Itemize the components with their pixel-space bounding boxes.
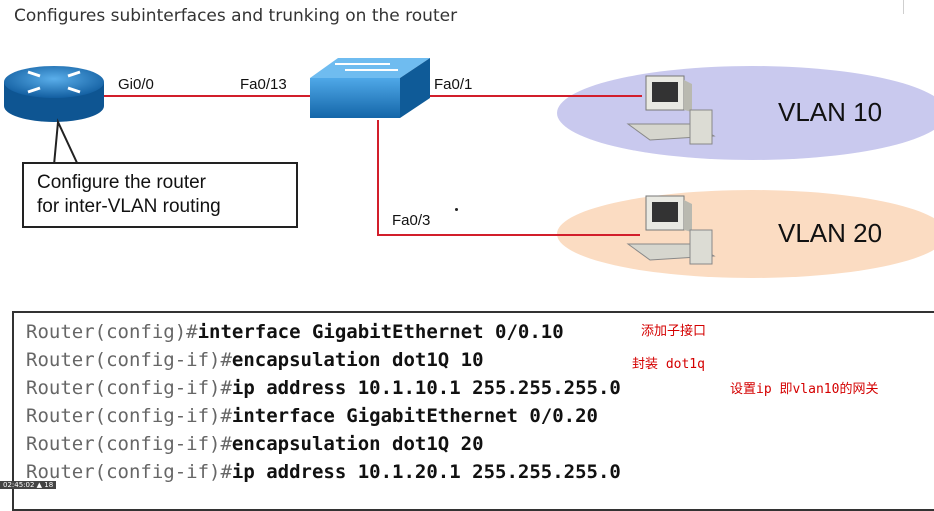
port-label-fa0-1: Fa0/1: [434, 76, 473, 93]
vlan10-label: VLAN 10: [778, 97, 883, 127]
page-title: Configures subinterfaces and trunking on…: [14, 6, 458, 26]
callout-pointer: [52, 118, 80, 166]
code-line: Router(config-if)#ip address 10.1.20.1 2…: [26, 461, 621, 483]
pc-icon-vlan20: [626, 195, 716, 265]
port-label-fa0-13: Fa0/13: [240, 76, 287, 93]
link-switch-vlan20: [377, 120, 640, 236]
divider: [903, 0, 904, 14]
callout-line: Configure the router: [37, 172, 206, 193]
annotation-gateway: 设置ip 即vlan10的网关: [730, 382, 879, 397]
router-icon: [4, 66, 104, 122]
callout-box: Configure the router for inter-VLAN rout…: [22, 162, 298, 228]
code-line: Router(config-if)#ip address 10.1.10.1 2…: [26, 377, 621, 399]
config-code-box: Router(config)#interface GigabitEthernet…: [12, 311, 934, 511]
switch-icon: [310, 58, 430, 118]
pc-icon-vlan10: [626, 75, 716, 145]
callout-line: for inter-VLAN routing: [37, 196, 221, 217]
annotation-subinterface: 添加子接口: [641, 324, 707, 339]
code-line: Router(config-if)#interface GigabitEther…: [26, 405, 598, 427]
code-line: Router(config-if)#encapsulation dot1Q 10: [26, 349, 484, 371]
code-line: Router(config)#interface GigabitEthernet…: [26, 321, 564, 343]
cursor-dot: [455, 208, 458, 211]
timestamp-badge: 02:45:02 ▲ 18: [0, 481, 57, 489]
code-line: Router(config-if)#encapsulation dot1Q 20: [26, 433, 484, 455]
vlan20-label: VLAN 20: [778, 218, 883, 248]
annotation-encapsulation: 封装 dot1q: [632, 357, 705, 372]
network-diagram: [4, 58, 934, 278]
port-label-gi0-0: Gi0/0: [118, 76, 154, 93]
port-label-fa0-3: Fa0/3: [392, 212, 431, 229]
